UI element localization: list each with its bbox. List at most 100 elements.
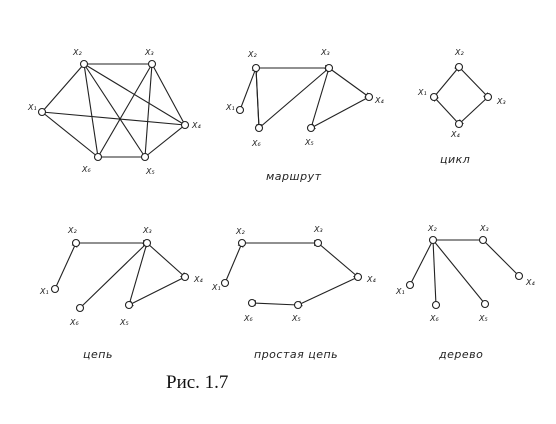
edge-x3-x6: [97, 63, 153, 158]
caption-cycle: цикл: [440, 153, 470, 166]
node-x6: [93, 152, 103, 162]
edge-x2-x1: [409, 239, 434, 286]
edge-x2-x5: [432, 239, 486, 305]
edge-x6-x2: [255, 67, 260, 129]
label-x3: X₃: [479, 224, 489, 233]
label-x6: X₆: [251, 139, 261, 148]
caption-simple-chain: простая цепь: [254, 348, 338, 361]
caption-route: маршрут: [266, 170, 322, 183]
edge-x6-x3: [258, 65, 332, 129]
node-x3: [324, 63, 334, 73]
edge-x3-x4: [328, 67, 373, 100]
edge-x1-x2: [54, 239, 78, 290]
label-x4: X₄: [525, 278, 535, 287]
label-x2: X₂: [247, 50, 257, 59]
edge-x5-x4: [144, 124, 186, 158]
node-x2: [454, 62, 464, 72]
label-x3: X₃: [142, 226, 152, 235]
simple-chain-graph: X₁ X₂ X₃ X₄ X₅ X₆ простая цепь: [211, 225, 376, 361]
complete-graph: X₁ X₂ X₃ X₄ X₅ X₆: [27, 48, 201, 176]
cycle-graph: X₁ X₂ X₃ X₄ цикл: [417, 48, 506, 166]
node-x1: [50, 284, 60, 294]
edge-x1-x6: [41, 111, 99, 158]
tree-graph: X₁ X₂ X₃ X₄ X₅ X₆ дерево: [395, 224, 535, 361]
node-x5: [124, 300, 134, 310]
edge-x5-x6: [248, 300, 299, 307]
edge-x3-x4: [456, 96, 489, 127]
edges: [409, 239, 520, 306]
node-x4: [353, 272, 363, 282]
label-x5: X₅: [145, 167, 155, 176]
node-x5: [140, 152, 150, 162]
node-x4: [454, 119, 464, 129]
node-x3: [483, 92, 493, 102]
label-x2: X₂: [235, 227, 245, 236]
edge-x3-x4: [151, 63, 186, 126]
label-x1: X₁: [39, 287, 49, 296]
node-x1: [235, 105, 245, 115]
figure-caption: Рис. 1.7: [166, 372, 229, 393]
label-x2: X₂: [67, 226, 77, 235]
node-x1: [429, 92, 439, 102]
edge-x3-x4: [317, 242, 361, 280]
edge-x6-x3: [79, 240, 150, 309]
edge-x1-x2: [224, 239, 244, 284]
edge-x3-x4: [482, 239, 520, 277]
label-x1: X₁: [417, 88, 427, 97]
label-x2: X₂: [427, 224, 437, 233]
node-x3: [313, 238, 323, 248]
label-x5: X₅: [304, 138, 314, 147]
edge-x1-x2: [239, 64, 258, 111]
node-x4: [180, 272, 190, 282]
edge-x4-x5: [125, 276, 186, 307]
route-graph: X₁ X₂ X₃ X₄ X₅ X₆ маршрут: [225, 48, 384, 183]
label-x2: X₂: [72, 48, 82, 57]
edges: [224, 239, 361, 307]
label-x3: X₃: [496, 97, 506, 106]
node-x3: [478, 235, 488, 245]
node-x4: [514, 271, 524, 281]
node-x6: [247, 298, 257, 308]
node-x1: [37, 107, 47, 117]
edge-x2-x5: [83, 63, 146, 158]
node-x4: [180, 120, 190, 130]
label-x4: X₄: [450, 130, 460, 139]
label-x4: X₄: [191, 121, 201, 130]
edge-x4-x5: [294, 276, 359, 307]
caption-chain: цепь: [83, 348, 113, 361]
node-x2: [251, 63, 261, 73]
label-x5: X₅: [478, 314, 488, 323]
node-x6: [75, 303, 85, 313]
label-x6: X₆: [243, 314, 253, 323]
label-x1: X₁: [395, 287, 405, 296]
edge-x1-x4: [41, 111, 186, 126]
node-x5: [293, 300, 303, 310]
chain-graph: X₁ X₂ X₃ X₄ X₅ X₆ цепь: [39, 226, 203, 361]
label-x5: X₅: [291, 314, 301, 323]
label-x4: X₄: [374, 96, 384, 105]
node-x4: [364, 92, 374, 102]
node-x2: [237, 238, 247, 248]
node-x2: [428, 235, 438, 245]
edge-x1-x2: [41, 63, 85, 113]
label-x4: X₄: [366, 275, 376, 284]
edge-x4-x5: [307, 96, 370, 130]
edge-x3-x4: [146, 242, 188, 280]
node-x5: [480, 299, 490, 309]
node-x6: [431, 300, 441, 310]
label-x3: X₃: [320, 48, 330, 57]
label-x6: X₆: [429, 314, 439, 323]
edge-x2-x6: [83, 63, 99, 158]
edge-x4-x1: [431, 94, 460, 125]
edges: [54, 239, 188, 309]
caption-tree: дерево: [438, 348, 483, 361]
label-x1: X₁: [27, 103, 37, 112]
edge-x1-x2: [433, 64, 462, 98]
edge-x2-x3: [458, 66, 491, 100]
label-x1: X₁: [225, 103, 235, 112]
node-x3: [142, 238, 152, 248]
label-x6: X₆: [69, 318, 79, 327]
node-x6: [254, 123, 264, 133]
node-x1: [220, 278, 230, 288]
